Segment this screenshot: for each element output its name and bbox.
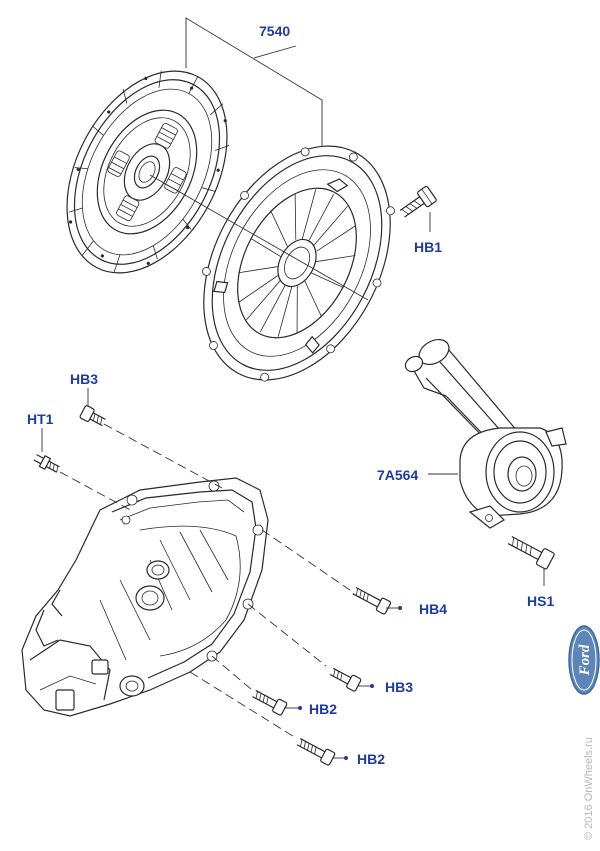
label-7540: 7540 [259,23,290,39]
hb4-dashline [261,529,351,591]
bolt-hb1 [399,185,437,218]
bolt-hb2-upper [252,689,288,716]
label-hb1: HB1 [414,239,442,255]
gearbox-housing [21,477,269,717]
hb3-lower-dashline [247,603,327,667]
watermark: © 2016 OnWheels.ru [583,737,595,840]
bolt-hs1 [507,535,555,570]
stud-ht1 [33,454,60,473]
label-ht1: HT1 [27,411,54,427]
ford-logo-text: Ford [577,644,593,676]
clutch-disc [66,70,230,274]
clutch-axis-line [149,174,369,301]
label-hb3-top: HB3 [70,371,98,387]
hb2-upper-dashline [211,655,253,691]
clutch-kit-leader [253,45,297,59]
hb3-lower-dot [370,684,374,688]
slave-cylinder [404,338,567,529]
label-hb3-lower: HB3 [385,679,413,695]
pressure-plate [202,145,395,382]
label-hs1: HS1 [527,593,554,609]
hb4-dot [398,606,402,610]
bolt-hb3-top [79,405,106,427]
hb2-upper-dot [298,706,302,710]
bolt-hb2-lower [296,738,336,766]
label-hb2-upper: HB2 [309,701,337,717]
label-hb4: HB4 [419,601,447,617]
ford-logo: Ford [568,625,600,695]
hb2-lower-dot [344,756,348,760]
clutch-kit-bracket [185,17,323,146]
label-7a564: 7A564 [377,467,418,483]
bolt-hb3-lower [329,667,362,692]
ht1-dashline [59,471,135,513]
hb3-top-dashline [103,423,223,489]
bolt-hb4 [352,586,392,615]
hb2-lower-dashline [189,671,297,739]
label-hb2-lower: HB2 [357,751,385,767]
